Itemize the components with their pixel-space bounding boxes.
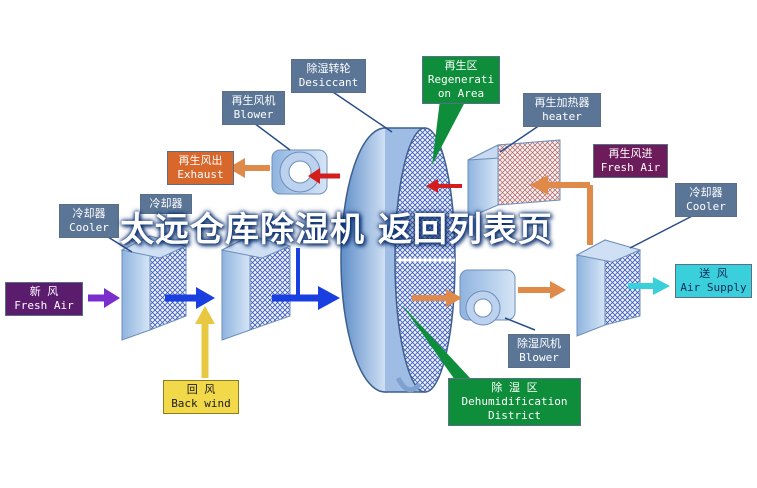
arrow-heater-red: [426, 179, 462, 193]
label-cooler-right-cn: 冷却器: [689, 186, 723, 199]
label-cooler-left-en: Cooler: [69, 221, 109, 234]
label-regen-blower-en: Blower: [233, 108, 274, 121]
arrow-exhaust: [228, 158, 270, 178]
label-cooler-left: 冷却器 Cooler: [59, 204, 119, 238]
label-back-wind: 回 风 Back wind: [163, 380, 239, 414]
arrow-air-supply: [628, 277, 670, 295]
arrow-blue-2: [272, 248, 340, 310]
label-exhaust: 再生风出 Exhaust: [167, 151, 234, 185]
arrow-regen-in: [530, 175, 593, 245]
label-fresh-air-cn: 新 风: [29, 285, 59, 298]
label-regeneration-cn: 再生区: [444, 59, 478, 72]
label-regeneration-en: Regenerati: [427, 73, 495, 86]
label-cooler-right-en: Cooler: [686, 200, 726, 213]
overlay-title-link[interactable]: 太远仓库除湿机 返回列表页: [120, 210, 553, 250]
arrow-to-cooler-right: [518, 281, 566, 299]
label-cooler-mid: 冷却器: [140, 194, 192, 214]
label-cooler-right: 冷却器 Cooler: [675, 183, 737, 217]
label-air-supply-en: Air Supply: [680, 281, 747, 294]
dehum-area-pointer: [402, 305, 470, 380]
label-back-wind-cn: 回 风: [186, 383, 216, 396]
label-fresh-air: 新 风 Fresh Air: [5, 282, 83, 316]
callout-lines: [99, 89, 701, 331]
label-cooler-left-cn: 冷却器: [72, 207, 106, 220]
label-desiccant-en: Desiccant: [298, 76, 359, 89]
label-desiccant-cn: 除湿转轮: [306, 62, 351, 75]
desiccant-wheel: [340, 127, 456, 393]
label-dehumidification-en2: District: [488, 409, 541, 422]
label-regen-fresh-air-en: Fresh Air: [600, 161, 661, 174]
label-cooler-mid-cn: 冷却器: [149, 197, 183, 210]
label-regen-heater: 再生加热器 heater: [523, 93, 601, 127]
label-exhaust-en: Exhaust: [177, 168, 224, 181]
arrow-fresh-air: [88, 288, 120, 308]
label-back-wind-en: Back wind: [171, 397, 231, 410]
label-dehumidification-cn: 除 湿 区: [491, 381, 538, 394]
label-regen-blower: 再生风机 Blower: [222, 91, 285, 125]
label-regeneration-en2: on Area: [437, 87, 485, 100]
label-regeneration: 再生区 Regenerati on Area: [422, 56, 500, 104]
label-dehumidification-en: Dehumidification: [461, 395, 568, 408]
cooler-mid: [220, 235, 292, 341]
arrow-process-out: [412, 289, 462, 307]
label-dehumidification: 除 湿 区 Dehumidification District: [448, 378, 581, 426]
label-regen-heater-en: heater: [542, 110, 582, 123]
label-exhaust-cn: 再生风出: [178, 154, 223, 167]
arrow-back-wind: [195, 306, 215, 378]
label-regen-heater-cn: 再生加热器: [534, 96, 590, 109]
cooler-right: [575, 239, 642, 337]
regen-area-pointer: [432, 100, 466, 165]
label-process-blower-cn: 除湿风机: [517, 337, 561, 350]
arrow-regen-red: [308, 168, 340, 184]
label-regen-fresh-air-cn: 再生风进: [608, 147, 653, 160]
label-regen-fresh-air: 再生风进 Fresh Air: [593, 144, 668, 178]
label-fresh-air-en: Fresh Air: [14, 299, 74, 312]
cooler-left: [120, 235, 188, 341]
label-process-blower: 除湿风机 Blower: [508, 334, 570, 368]
label-regen-blower-cn: 再生风机: [231, 94, 276, 107]
arrow-blue-1: [165, 287, 215, 309]
label-desiccant: 除湿转轮 Desiccant: [291, 59, 366, 93]
label-air-supply-cn: 送 风: [699, 267, 728, 280]
label-air-supply: 送 风 Air Supply: [675, 264, 752, 298]
label-process-blower-en: Blower: [519, 351, 559, 364]
process-blower: [459, 269, 516, 326]
